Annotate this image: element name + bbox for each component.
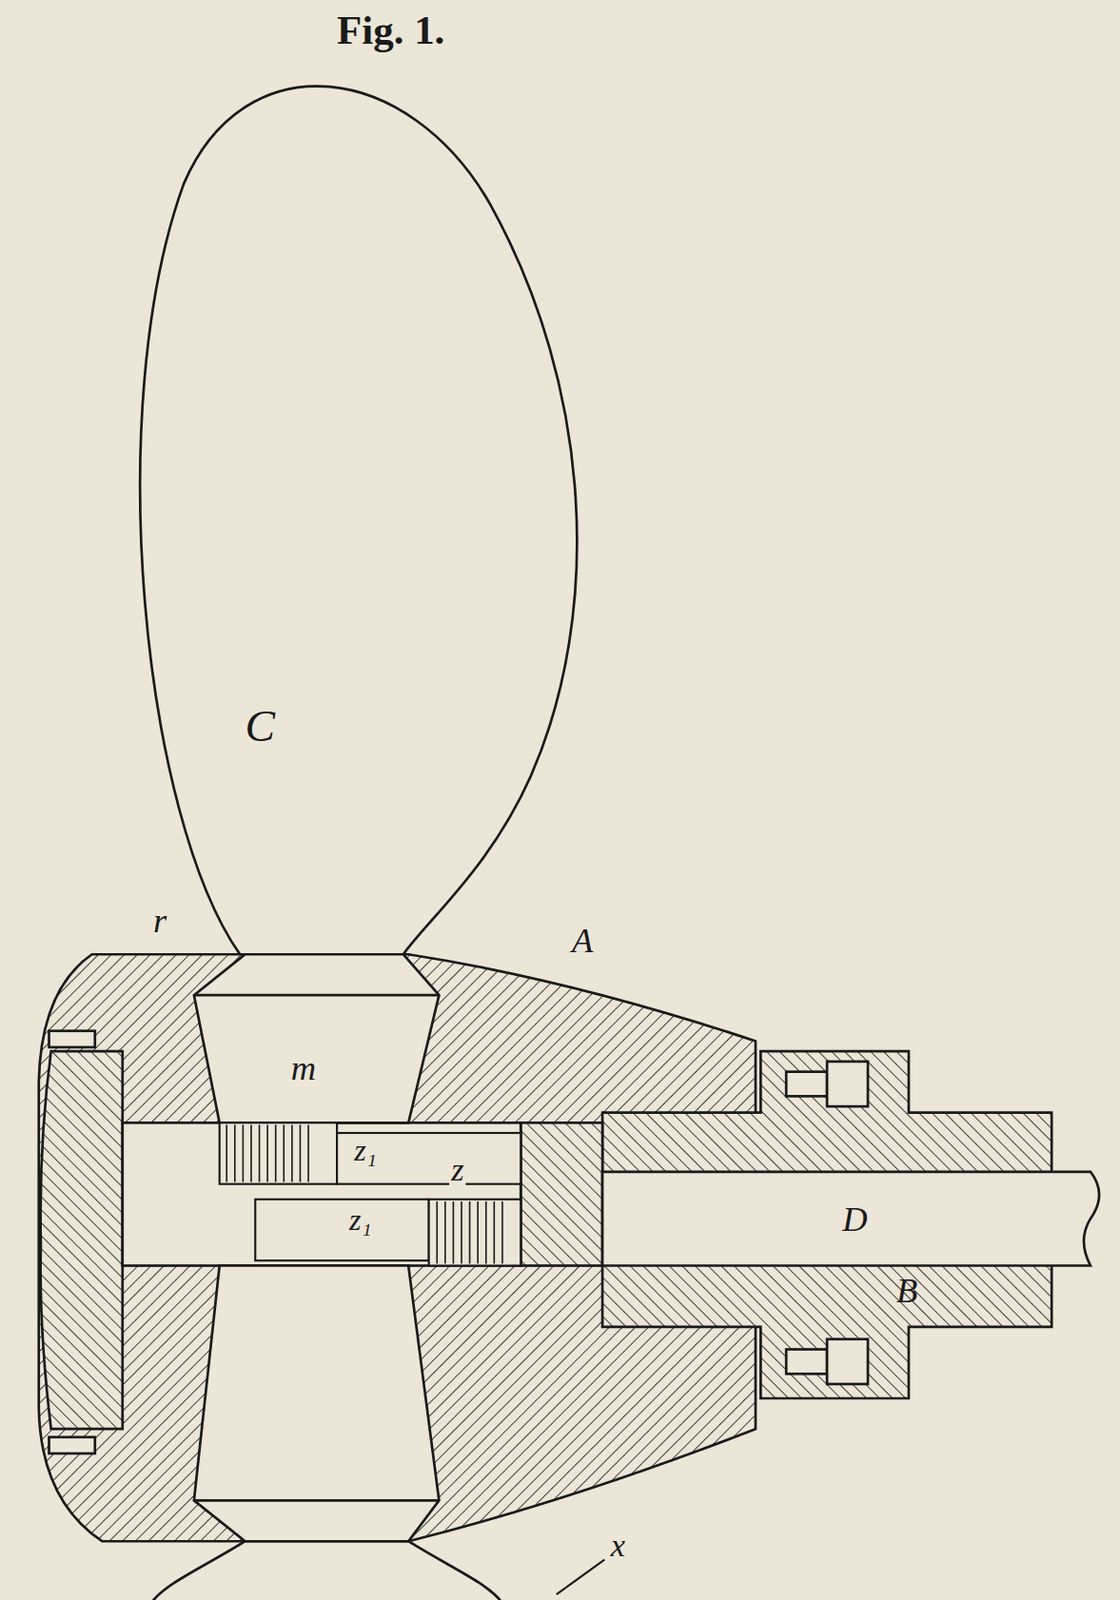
part-letter: B (896, 1274, 918, 1309)
part-letter: z (449, 1153, 467, 1186)
part-letter: z₁ (347, 1204, 374, 1236)
part-letter: m (291, 1051, 316, 1086)
figure-title: Fig. 1. (336, 10, 445, 52)
part-letter: z₁ (352, 1135, 379, 1166)
part-letter: A (571, 923, 593, 959)
part-letter: x (610, 1529, 626, 1562)
part-letter: C (245, 704, 276, 749)
part-letter: r (153, 903, 167, 939)
part-letter: D (842, 1202, 867, 1238)
